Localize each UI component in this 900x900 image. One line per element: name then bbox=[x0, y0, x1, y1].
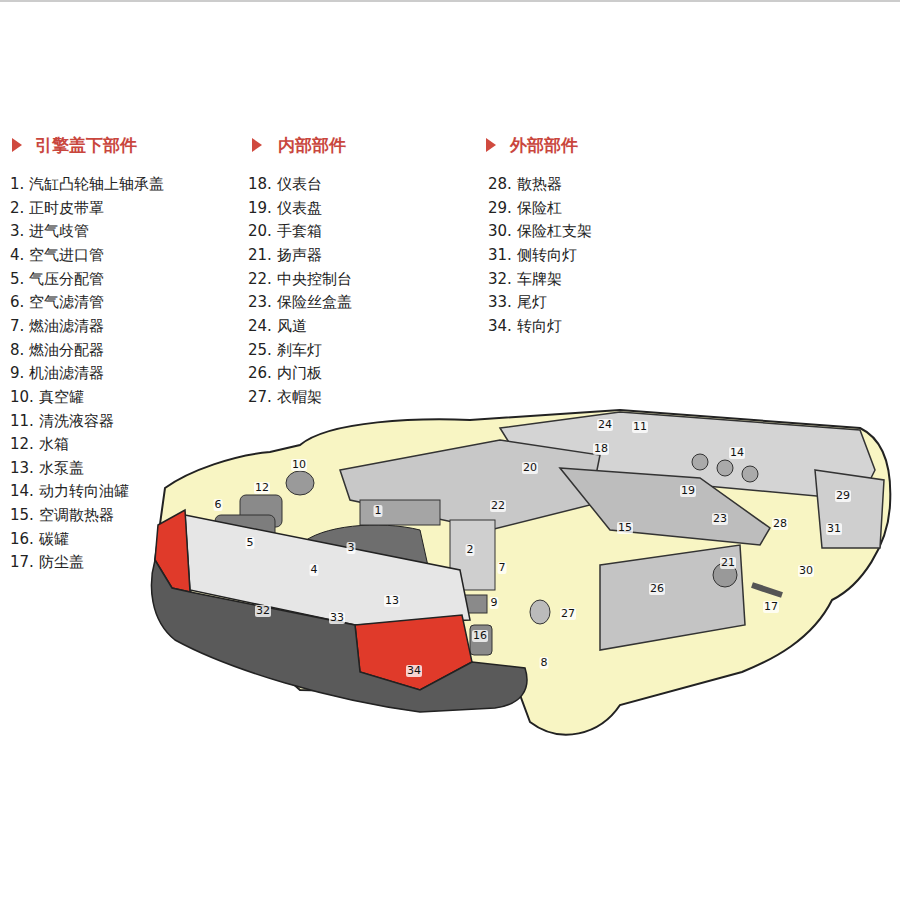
reservoir-cap bbox=[742, 466, 758, 482]
legend-item: 32. 车牌架 bbox=[488, 269, 562, 288]
callout-number: 18 bbox=[593, 443, 609, 455]
callout-number: 8 bbox=[540, 657, 549, 669]
callout-number: 10 bbox=[291, 459, 307, 471]
canister bbox=[470, 625, 492, 655]
bumper bbox=[152, 560, 527, 712]
callout-number: 32 bbox=[255, 605, 271, 617]
legend-item: 33. 尾灯 bbox=[488, 293, 547, 312]
legend-item: 9. 机油滤清器 bbox=[10, 364, 104, 383]
legend-item: 17. 防尘盖 bbox=[10, 553, 84, 572]
callout-number: 20 bbox=[522, 462, 538, 474]
legend-item: 14. 动力转向油罐 bbox=[10, 482, 129, 501]
callout-number: 5 bbox=[246, 537, 255, 549]
callout-number: 12 bbox=[254, 482, 270, 494]
legend-item: 20. 手套箱 bbox=[248, 222, 322, 241]
legend-item: 30. 保险杠支架 bbox=[488, 222, 592, 241]
legend-item: 31. 侧转向灯 bbox=[488, 245, 577, 264]
callout-number: 11 bbox=[632, 421, 648, 433]
legend-item: 12. 水箱 bbox=[10, 435, 69, 454]
section-heading: 内部部件 bbox=[278, 134, 346, 157]
camshaft-cover bbox=[360, 500, 440, 525]
fuel-distributor bbox=[530, 600, 550, 624]
legend-item: 18. 仪表台 bbox=[248, 175, 322, 194]
callout-number: 1 bbox=[374, 505, 383, 517]
legend-item: 29. 保险杠 bbox=[488, 198, 562, 217]
legend-item: 8. 燃油分配器 bbox=[10, 340, 104, 359]
callout-number: 9 bbox=[490, 597, 499, 609]
legend-item: 23. 保险丝盒盖 bbox=[248, 293, 352, 312]
heading-marker bbox=[252, 138, 262, 152]
callout-number: 33 bbox=[329, 612, 345, 624]
reservoir-cap bbox=[717, 460, 733, 476]
legend-item: 27. 衣帽架 bbox=[248, 387, 322, 406]
callout-number: 22 bbox=[490, 500, 506, 512]
legend-item: 6. 空气滤清管 bbox=[10, 293, 104, 312]
callout-number: 29 bbox=[835, 490, 851, 502]
callout-number: 2 bbox=[466, 544, 475, 556]
callout-number: 24 bbox=[597, 419, 613, 431]
callout-number: 13 bbox=[384, 595, 400, 607]
legend-item: 16. 碳罐 bbox=[10, 529, 69, 548]
heading-marker bbox=[12, 138, 22, 152]
legend-item: 19. 仪表盘 bbox=[248, 198, 322, 217]
legend-item: 21. 扬声器 bbox=[248, 245, 322, 264]
callout-number: 7 bbox=[498, 562, 507, 574]
legend-item: 15. 空调散热器 bbox=[10, 506, 114, 525]
legend-item: 1. 汽缸凸轮轴上轴承盖 bbox=[10, 175, 164, 194]
callout-number: 17 bbox=[763, 601, 779, 613]
callout-number: 6 bbox=[214, 499, 223, 511]
callout-number: 23 bbox=[712, 513, 728, 525]
legend-item: 13. 水泵盖 bbox=[10, 458, 84, 477]
legend-item: 24. 风道 bbox=[248, 316, 307, 335]
firewall-panel bbox=[340, 440, 600, 530]
legend-item: 34. 转向灯 bbox=[488, 316, 562, 335]
callout-number: 34 bbox=[406, 665, 422, 677]
callout-number: 16 bbox=[472, 630, 488, 642]
legend-item: 26. 内门板 bbox=[248, 364, 322, 383]
section-heading: 引擎盖下部件 bbox=[35, 134, 137, 157]
side-panel bbox=[815, 470, 884, 548]
legend-item: 28. 散热器 bbox=[488, 175, 562, 194]
callout-number: 19 bbox=[680, 485, 696, 497]
callout-number: 21 bbox=[720, 557, 736, 569]
callout-number: 3 bbox=[347, 542, 356, 554]
callout-number: 27 bbox=[560, 608, 576, 620]
section-heading: 外部部件 bbox=[510, 134, 578, 157]
legend-item: 10. 真空罐 bbox=[10, 387, 84, 406]
callout-number: 15 bbox=[617, 522, 633, 534]
dust-cover bbox=[752, 585, 782, 595]
legend-item: 2. 正时皮带罩 bbox=[10, 198, 104, 217]
heading-marker bbox=[486, 138, 496, 152]
callout-number: 26 bbox=[649, 583, 665, 595]
callout-number: 30 bbox=[798, 565, 814, 577]
door-panel bbox=[600, 545, 745, 650]
legend-item: 3. 进气歧管 bbox=[10, 222, 89, 241]
legend-item: 25. 刹车灯 bbox=[248, 340, 322, 359]
legend-item: 11. 清洗液容器 bbox=[10, 411, 114, 430]
callout-number: 4 bbox=[310, 564, 319, 576]
vacuum-tank bbox=[286, 471, 314, 495]
reservoir-cap bbox=[692, 454, 708, 470]
legend-item: 4. 空气进口管 bbox=[10, 245, 104, 264]
legend-item: 5. 气压分配管 bbox=[10, 269, 104, 288]
callout-number: 14 bbox=[729, 447, 745, 459]
legend-item: 22. 中央控制台 bbox=[248, 269, 352, 288]
legend-item: 7. 燃油滤清器 bbox=[10, 316, 104, 335]
callout-number: 28 bbox=[772, 518, 788, 530]
top-rule bbox=[0, 1, 900, 2]
center-console bbox=[560, 468, 770, 545]
callout-number: 31 bbox=[826, 523, 842, 535]
